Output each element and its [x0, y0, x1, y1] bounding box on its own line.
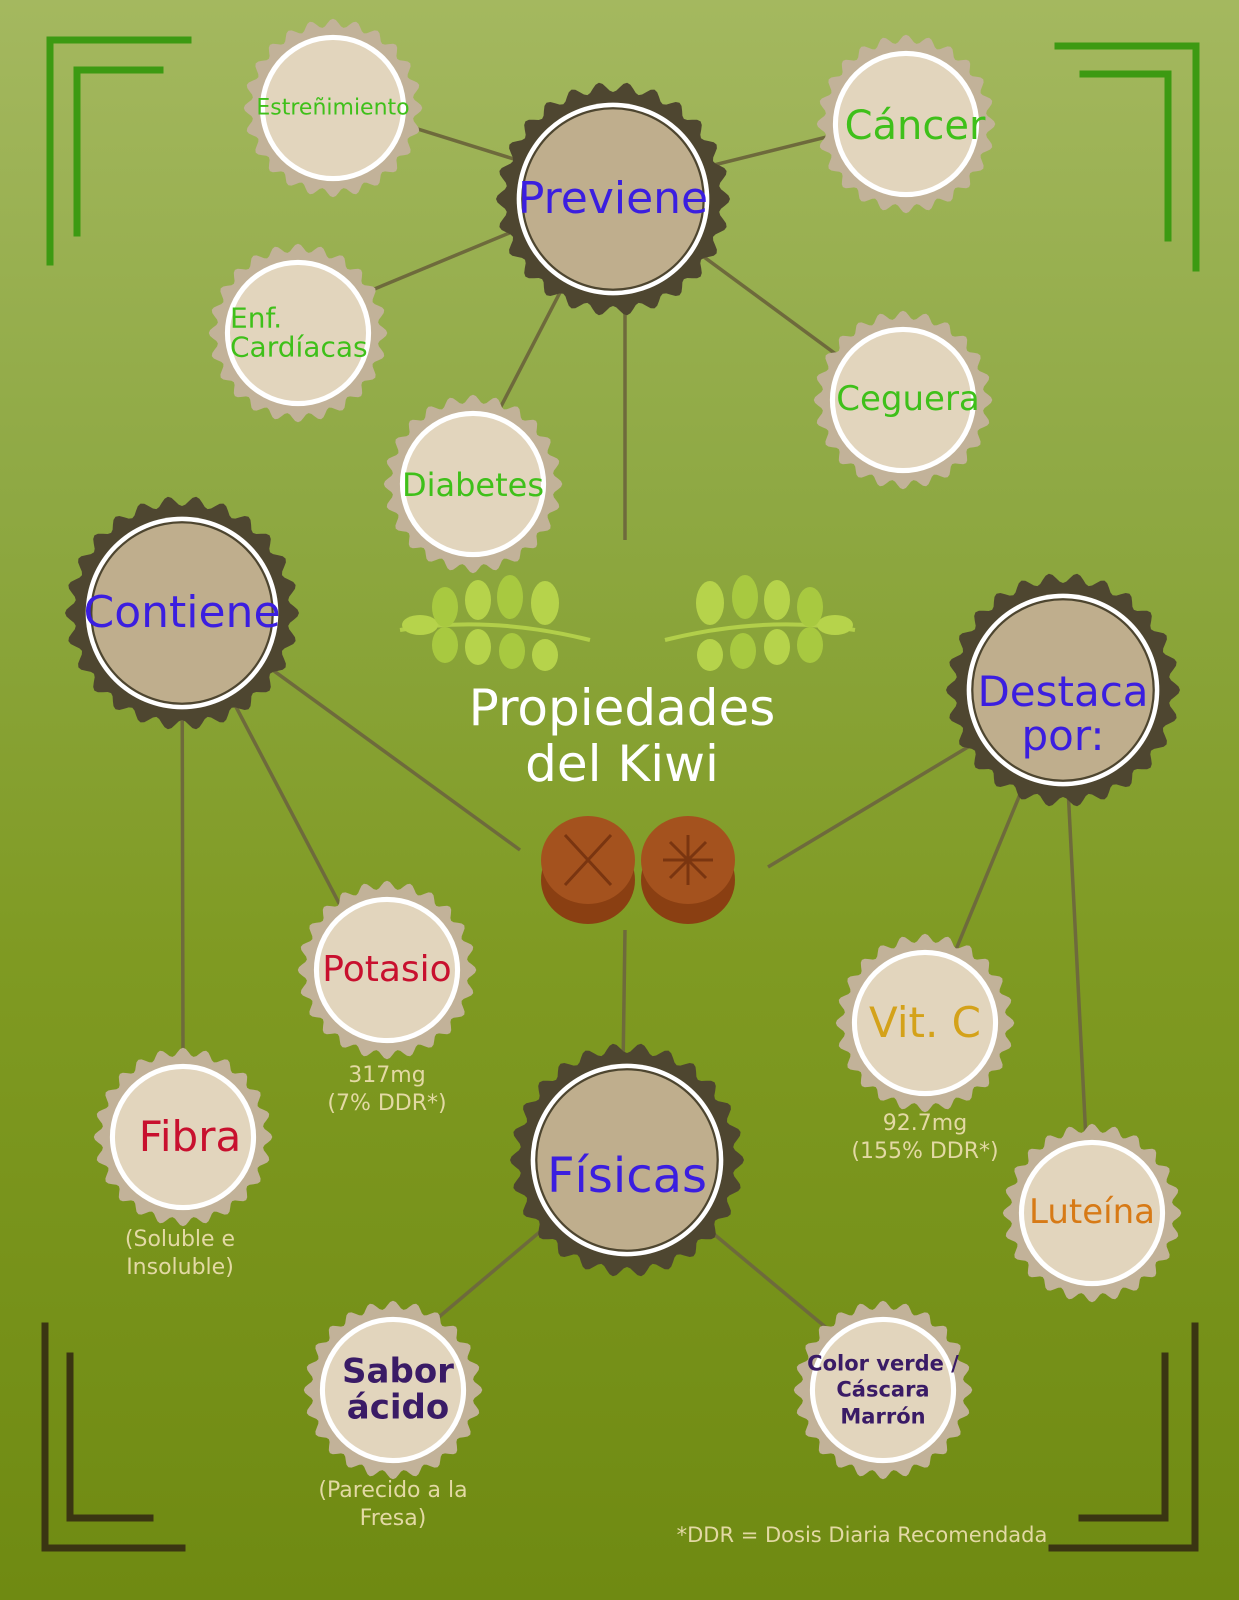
page-title: Propiedades del Kiwi: [469, 680, 776, 792]
badge-estrenimiento: [243, 18, 423, 198]
color-line-1: Color verde /: [807, 1351, 959, 1376]
destaca-line-2: por:: [1021, 711, 1105, 760]
vitc-note-line-1: 92.7mg: [882, 1111, 968, 1136]
sabor-line-1: Sabor: [342, 1351, 454, 1392]
badge-contiene: [65, 496, 299, 730]
badge-luteina: [1002, 1123, 1182, 1303]
item-estrenimiento: Estreñimiento: [256, 95, 410, 121]
badge-vitc: [835, 933, 1015, 1113]
leaf-branch-icon: [664, 575, 856, 671]
fibra-note-line-2: Insoluble): [126, 1254, 234, 1280]
sabor-note-line-2: Fresa): [359, 1505, 427, 1531]
color-line-2: Cáscara: [836, 1377, 930, 1402]
item-luteina: Luteína: [1029, 1192, 1155, 1233]
sabor-note-line-1: (Parecido a la: [318, 1478, 468, 1503]
item-cancer: Cáncer: [844, 103, 986, 149]
item-vitc: Vit. C: [869, 997, 981, 1047]
footer-note: *DDR = Dosis Diaria Recomendada: [676, 1523, 1048, 1547]
badge-fibra: [93, 1047, 273, 1227]
leaf-branch-icon: [399, 575, 591, 671]
fibra-note-line-1: (Soluble e: [124, 1227, 236, 1252]
badge-diabetes: [383, 394, 563, 574]
item-color-verde: Color verde / Cáscara Marrón: [807, 1351, 959, 1430]
kiwi-slice-icon: [541, 816, 635, 924]
potasio-note: 317mg (7% DDR*): [327, 1062, 446, 1117]
kiwi-slice-icon: [641, 816, 735, 924]
destaca-line-1: Destaca: [977, 666, 1149, 716]
fisicas-heading: Físicas: [546, 1147, 708, 1204]
badge-potasio: [297, 880, 477, 1060]
item-enf-cardiacas: Enf. Cardíacas: [230, 301, 368, 364]
previene-heading: Previene: [517, 172, 709, 224]
title-line-2: del Kiwi: [525, 735, 719, 793]
potasio-note-line-1: 317mg: [348, 1063, 426, 1088]
vitc-note-line-2: (155% DDR*): [851, 1138, 999, 1164]
item-fibra: Fibra: [138, 1111, 242, 1161]
destaca-heading: Destaca por:: [977, 666, 1149, 760]
color-line-3: Marrón: [840, 1404, 926, 1429]
badge-color: [793, 1300, 973, 1480]
potasio-note-line-2: (7% DDR*): [327, 1090, 447, 1116]
contiene-heading: Contiene: [83, 586, 281, 638]
badge-ceguera: [813, 310, 993, 490]
item-ceguera: Ceguera: [836, 379, 980, 420]
item-potasio: Potasio: [322, 949, 452, 991]
title-line-1: Propiedades: [468, 679, 776, 737]
badge-cancer: [816, 34, 996, 214]
corner-brackets: [41, 36, 1200, 1552]
sabor-line-2: ácido: [346, 1387, 450, 1427]
badge-destaca: [946, 573, 1180, 807]
item-sabor-acido: Sabor ácido: [342, 1354, 454, 1425]
vitc-note: 92.7mg (155% DDR*): [851, 1110, 998, 1165]
badge-layer: [65, 18, 1182, 1480]
badge-previene: [496, 82, 730, 316]
fibra-note: (Soluble e Insoluble): [125, 1226, 235, 1281]
badge-fisicas: [510, 1043, 744, 1277]
item-diabetes: Diabetes: [401, 466, 545, 505]
badge-enf-cardiacas: [208, 243, 388, 423]
badge-sabor: [303, 1300, 483, 1480]
sabor-note: (Parecido a la Fresa): [318, 1477, 467, 1532]
